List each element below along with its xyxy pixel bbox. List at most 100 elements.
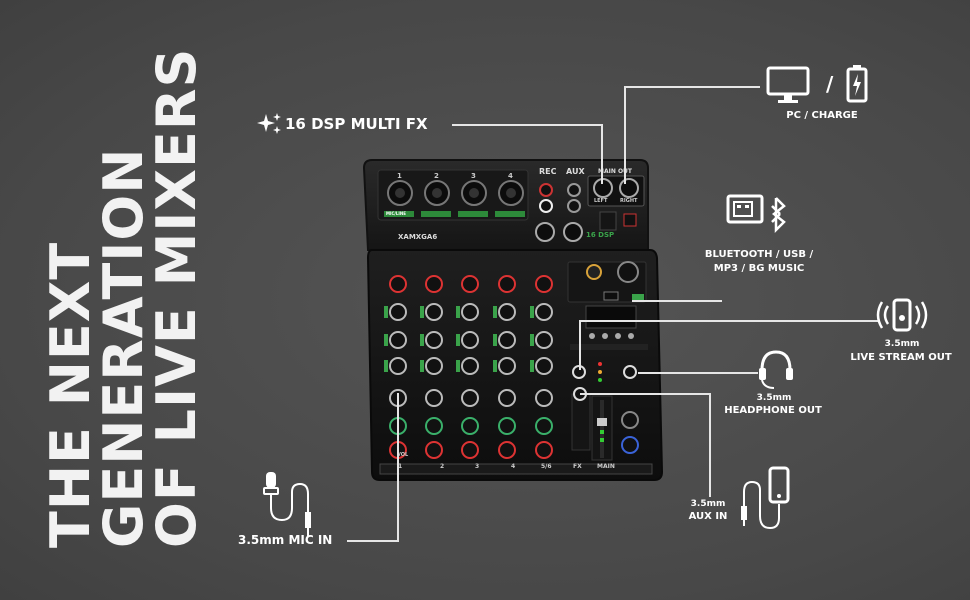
dsp-leader-v [601, 124, 603, 184]
eq-indicator [384, 360, 388, 372]
knob [425, 303, 443, 321]
fader-label-4: 4 [511, 463, 516, 470]
pc-leader-h [624, 86, 760, 88]
xlr-inputs [377, 169, 529, 221]
eq-indicator [384, 306, 388, 318]
livestream-leader-h [579, 320, 879, 322]
headphone-leader [638, 372, 758, 374]
livestream-leader-v [579, 320, 581, 370]
knob [425, 357, 443, 375]
knob [425, 275, 443, 293]
fader-label-1: 1 [398, 463, 403, 470]
phone-signal-icon [876, 298, 928, 332]
vol-label: VOL [397, 452, 409, 458]
knob [461, 275, 479, 293]
monitor-icon [766, 66, 810, 103]
display-section [567, 261, 648, 382]
eq-indicator [456, 334, 460, 346]
knob [535, 357, 553, 375]
mixer-ch-4: 4 [508, 172, 513, 180]
fader-label-fx: FX [573, 463, 582, 470]
knob [498, 303, 516, 321]
lavalier-mic-icon [263, 472, 311, 536]
pc-slash: / [826, 72, 834, 96]
knob [461, 357, 479, 375]
fader-label-5-6: 5/6 [541, 463, 552, 470]
knob [461, 441, 479, 459]
main-fader-section [571, 387, 639, 461]
eq-indicator [530, 360, 534, 372]
dsp-callout: 16 DSP MULTI FX [285, 115, 428, 133]
eq-indicator [420, 334, 424, 346]
mixer-dsp-badge: 16 DSP [586, 231, 615, 239]
knob [535, 303, 553, 321]
battery-icon [846, 65, 868, 103]
knob [425, 441, 443, 459]
aux-callout-2: AUX IN [688, 511, 728, 522]
knob [461, 331, 479, 349]
knob [461, 389, 479, 407]
knob [535, 275, 553, 293]
knob [425, 389, 443, 407]
eq-indicator [493, 360, 497, 372]
dsp-leader-h [452, 124, 602, 126]
mixer-mic-line: MIC/LINE [386, 211, 406, 216]
sparkle-icon [257, 113, 281, 134]
knob [498, 331, 516, 349]
mixer-rec-label: REC [539, 167, 557, 176]
mixer-ch-2: 2 [434, 172, 439, 180]
eq-indicator [420, 306, 424, 318]
aux-callout-1: 3.5mm [690, 499, 726, 509]
mixer-brand: XAMXGA6 [398, 233, 438, 241]
livestream-callout-2: LIVE STREAM OUT [850, 352, 952, 363]
headset-icon [759, 350, 793, 389]
mixer-left-label: LEFT [594, 198, 608, 204]
knob [389, 275, 407, 293]
knob [425, 331, 443, 349]
fader-label-2: 2 [440, 463, 445, 470]
knob [389, 357, 407, 375]
mixer-main-out-label: MAIN OUT [598, 168, 633, 175]
knob [498, 389, 516, 407]
aux-leader-h [580, 393, 710, 395]
pc-callout: PC / CHARGE [786, 110, 858, 121]
pc-leader-v [624, 86, 626, 184]
channel-knobs [384, 275, 553, 459]
mixer-aux-label: AUX [566, 167, 585, 176]
mic-callout: 3.5mm MIC IN [238, 533, 333, 547]
mixer-ch-1: 1 [397, 172, 402, 180]
eq-indicator [456, 360, 460, 372]
knob [389, 303, 407, 321]
headphone-callout-1: 3.5mm [756, 393, 792, 403]
bluetooth-callout-2: MP3 / BG MUSIC [713, 263, 805, 274]
knob [535, 389, 553, 407]
knob [498, 357, 516, 375]
mixer-right-label: RIGHT [620, 198, 638, 204]
eq-indicator [456, 306, 460, 318]
bluetooth-callout-1: BLUETOOTH / USB / [704, 249, 814, 260]
knob [461, 417, 479, 435]
knob [461, 303, 479, 321]
eq-indicator [420, 360, 424, 372]
fader-label-3: 3 [475, 463, 480, 470]
mixer-ch-3: 3 [471, 172, 476, 180]
knob [425, 417, 443, 435]
knob [535, 331, 553, 349]
eq-indicator [384, 334, 388, 346]
headphone-callout-2: HEADPHONE OUT [724, 405, 822, 416]
eq-indicator [530, 306, 534, 318]
knob [535, 441, 553, 459]
knob [498, 417, 516, 435]
usb-bluetooth-icon [726, 194, 786, 234]
mic-leader-v [397, 393, 399, 541]
knob [498, 275, 516, 293]
aux-cable-phone-icon [741, 466, 790, 530]
knob [389, 331, 407, 349]
eq-indicator [493, 334, 497, 346]
knob [498, 441, 516, 459]
eq-indicator [530, 334, 534, 346]
aux-leader-v [709, 393, 711, 497]
fader-label-main: MAIN [597, 463, 615, 470]
bt-leader [632, 300, 722, 302]
mic-leader-h [347, 540, 399, 542]
